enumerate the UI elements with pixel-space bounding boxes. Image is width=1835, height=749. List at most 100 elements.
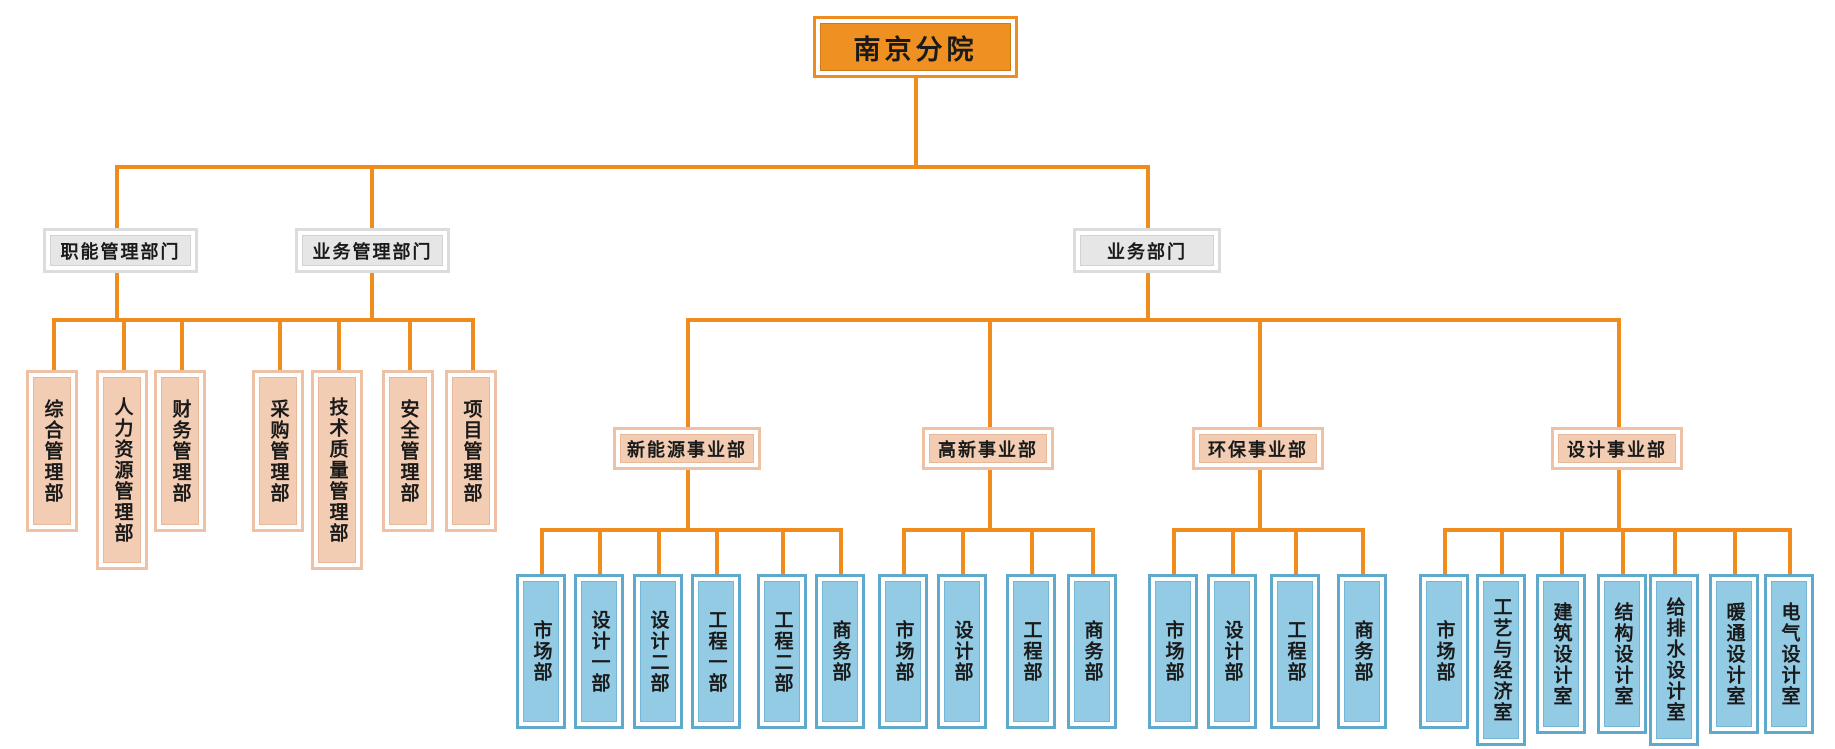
- connector-drop-d3-dept-2: [1231, 528, 1235, 574]
- node-d3-dept-sheji[interactable]: 设计部: [1207, 574, 1257, 729]
- node-d1-dept-shichang[interactable]: 市场部: [516, 574, 566, 729]
- connector-drop-division-2: [988, 318, 992, 427]
- node-dept-label: 综合管理部: [33, 377, 71, 525]
- node-dept-label: 市场部: [1155, 581, 1191, 722]
- node-division-xinnengyuan[interactable]: 新能源事业部: [613, 427, 761, 470]
- node-d4-dept-jianzhu-sheji[interactable]: 建筑设计室: [1536, 574, 1586, 734]
- connector-division-1-bus: [540, 528, 843, 532]
- node-d2-dept-shichang[interactable]: 市场部: [878, 574, 928, 729]
- connector-drop-d2-dept-1: [902, 528, 906, 574]
- node-division-label: 高新事业部: [929, 434, 1047, 463]
- connector-left-bus: [52, 318, 475, 322]
- node-dept-label: 结构设计室: [1604, 581, 1640, 727]
- connector-drop-d4-dept-3: [1560, 528, 1564, 574]
- connector-drop-d1-dept-1: [540, 528, 544, 574]
- node-dept-xiangmu-guanli[interactable]: 项目管理部: [445, 370, 497, 532]
- connector-top-bus: [115, 165, 1150, 169]
- node-dept-label: 市场部: [885, 581, 921, 722]
- connector-drop-d1-dept-2: [598, 528, 602, 574]
- node-dept-label: 设计二部: [640, 581, 676, 722]
- node-group-business[interactable]: 业务部门: [1073, 228, 1221, 273]
- connector-drop-division-4: [1617, 318, 1621, 427]
- connector-division-1-stem: [686, 470, 690, 530]
- node-dept-label: 市场部: [523, 581, 559, 722]
- node-d3-dept-shichang[interactable]: 市场部: [1148, 574, 1198, 729]
- connector-functional-stem: [115, 265, 119, 322]
- node-dept-label: 暖通设计室: [1716, 581, 1752, 727]
- node-d3-dept-gongcheng[interactable]: 工程部: [1270, 574, 1320, 729]
- connector-drop-d2-dept-2: [961, 528, 965, 574]
- connector-drop-renli: [122, 318, 126, 370]
- node-dept-label: 工程部: [1277, 581, 1313, 722]
- connector-drop-caiwu: [180, 318, 184, 370]
- node-d2-dept-shangwu[interactable]: 商务部: [1067, 574, 1117, 729]
- node-group-business-label: 业务部门: [1080, 235, 1214, 266]
- connector-drop-d3-dept-3: [1294, 528, 1298, 574]
- connector-drop-d4-dept-1: [1443, 528, 1447, 574]
- node-dept-caiwu-guanli[interactable]: 财务管理部: [154, 370, 206, 532]
- node-d4-dept-jiegou-sheji[interactable]: 结构设计室: [1597, 574, 1647, 734]
- node-root-label: 南京分院: [820, 23, 1011, 71]
- node-dept-caigou-guanli[interactable]: 采购管理部: [252, 370, 304, 532]
- node-d1-dept-shejiyibu[interactable]: 设计一部: [574, 574, 624, 729]
- node-d4-dept-dianqi-sheji[interactable]: 电气设计室: [1764, 574, 1814, 734]
- node-d1-dept-shangwu[interactable]: 商务部: [815, 574, 865, 729]
- node-d2-dept-gongcheng[interactable]: 工程部: [1006, 574, 1056, 729]
- node-dept-label: 工程部: [1013, 581, 1049, 722]
- node-dept-label: 给排水设计室: [1656, 581, 1692, 739]
- node-dept-label: 技术质量管理部: [318, 377, 356, 563]
- connector-drop-d3-dept-4: [1361, 528, 1365, 574]
- node-dept-zonghe-guanli[interactable]: 综合管理部: [26, 370, 78, 532]
- node-dept-renli-ziyuan-guanli[interactable]: 人力资源管理部: [96, 370, 148, 570]
- connector-division-3-stem: [1258, 470, 1262, 530]
- node-dept-label: 工程一部: [698, 581, 734, 722]
- node-group-functional-label: 职能管理部门: [50, 235, 191, 266]
- connector-drop-d4-dept-6: [1733, 528, 1737, 574]
- node-d1-dept-gongchengyibu[interactable]: 工程一部: [691, 574, 741, 729]
- node-group-business-mgmt[interactable]: 业务管理部门: [295, 228, 450, 273]
- node-division-label: 新能源事业部: [620, 434, 754, 463]
- connector-business-stem: [1146, 265, 1150, 320]
- connector-drop-d2-dept-3: [1030, 528, 1034, 574]
- node-group-functional[interactable]: 职能管理部门: [43, 228, 198, 273]
- node-d2-dept-sheji[interactable]: 设计部: [937, 574, 987, 729]
- node-dept-label: 建筑设计室: [1543, 581, 1579, 727]
- node-division-sheji[interactable]: 设计事业部: [1551, 427, 1683, 470]
- node-d4-dept-nuantong-sheji[interactable]: 暖通设计室: [1709, 574, 1759, 734]
- connector-drop-business-mgmt: [370, 165, 374, 228]
- connector-division-2-bus: [902, 528, 1095, 532]
- node-dept-label: 工程二部: [764, 581, 800, 722]
- node-dept-label: 项目管理部: [452, 377, 490, 525]
- node-dept-label: 商务部: [1344, 581, 1380, 722]
- connector-drop-d3-dept-1: [1172, 528, 1176, 574]
- connector-drop-d1-dept-3: [657, 528, 661, 574]
- node-division-huanbao[interactable]: 环保事业部: [1192, 427, 1324, 470]
- node-d4-dept-shichang[interactable]: 市场部: [1419, 574, 1469, 729]
- node-d4-dept-gongyi-jingji[interactable]: 工艺与经济室: [1476, 574, 1526, 746]
- node-dept-label: 采购管理部: [259, 377, 297, 525]
- node-group-business-mgmt-label: 业务管理部门: [302, 235, 443, 266]
- node-dept-anquan-guanli[interactable]: 安全管理部: [382, 370, 434, 532]
- node-dept-label: 财务管理部: [161, 377, 199, 525]
- node-d1-dept-shejierbu[interactable]: 设计二部: [633, 574, 683, 729]
- connector-drop-anquan: [408, 318, 412, 370]
- connector-division-4-bus: [1443, 528, 1788, 532]
- node-dept-jishu-zhiliang-guanli[interactable]: 技术质量管理部: [311, 370, 363, 570]
- node-division-label: 设计事业部: [1558, 434, 1676, 463]
- node-division-label: 环保事业部: [1199, 434, 1317, 463]
- node-dept-label: 电气设计室: [1771, 581, 1807, 727]
- node-d3-dept-shangwu[interactable]: 商务部: [1337, 574, 1387, 729]
- node-root[interactable]: 南京分院: [813, 16, 1018, 78]
- connector-division-3-bus: [1172, 528, 1365, 532]
- node-division-gaoxin[interactable]: 高新事业部: [922, 427, 1054, 470]
- node-d1-dept-gongchengerbu[interactable]: 工程二部: [757, 574, 807, 729]
- connector-drop-d1-dept-5: [781, 528, 785, 574]
- connector-division-4-stem: [1617, 470, 1621, 530]
- connector-business-bus: [686, 318, 1621, 322]
- node-d4-dept-gaipaishui-sheji[interactable]: 给排水设计室: [1649, 574, 1699, 746]
- connector-drop-xiangmu: [471, 318, 475, 370]
- connector-drop-jishu: [337, 318, 341, 370]
- connector-drop-functional: [115, 165, 119, 228]
- connector-drop-zonghe: [52, 318, 56, 370]
